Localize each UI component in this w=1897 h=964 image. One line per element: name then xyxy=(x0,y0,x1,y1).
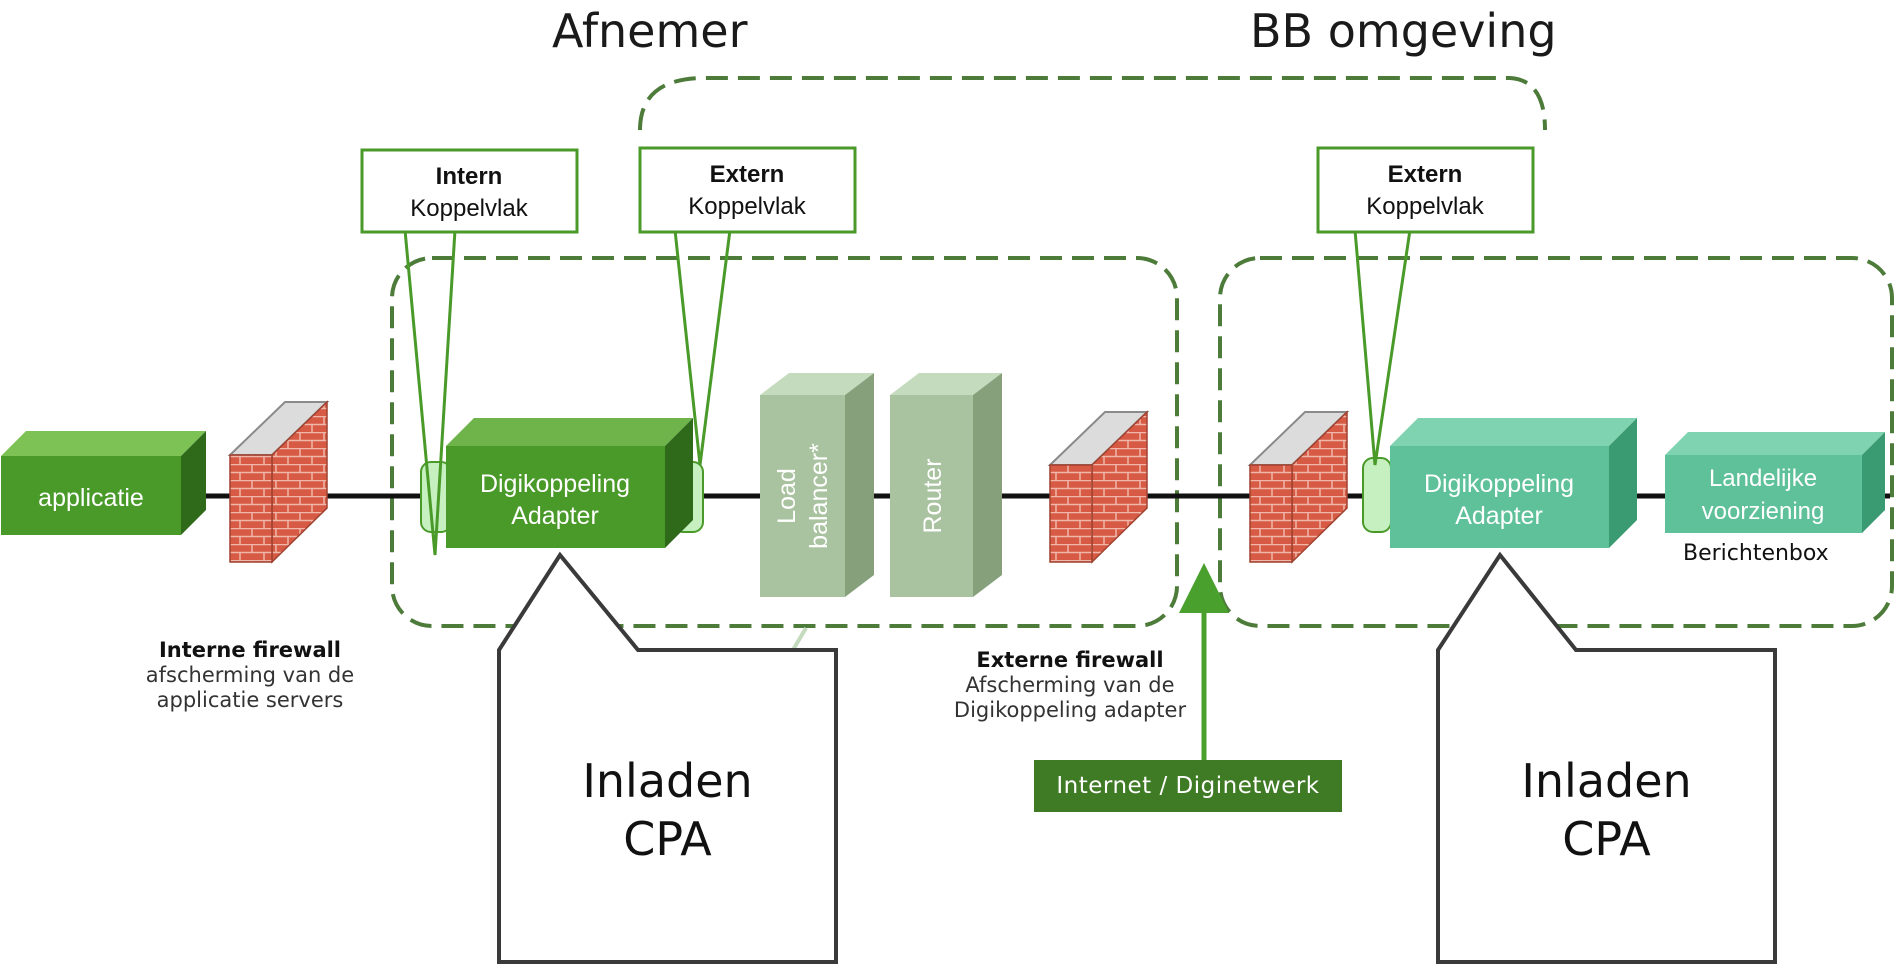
extern-koppelvlak-right-callout: Extern Koppelvlak xyxy=(1316,146,1535,466)
intern-koppelvlak-callout: Intern Koppelvlak xyxy=(360,148,579,556)
interne-firewall-title: Interne firewall xyxy=(158,638,342,662)
bb-omgeving-boundary xyxy=(638,76,1547,131)
load-balancer-box: Load balancer* xyxy=(760,373,874,597)
intern-koppelvlak-sub: Koppelvlak xyxy=(410,195,528,222)
applicatie-label: applicatie xyxy=(38,484,144,512)
interne-firewall-line1: afscherming van de xyxy=(145,663,355,687)
digikoppeling-adapter-left: Digikoppeling Adapter xyxy=(420,418,704,548)
router-box: Router xyxy=(890,373,1002,597)
load-balancer-line2: balancer* xyxy=(805,443,833,549)
externe-firewall-caption: Externe firewall Afscherming van de Digi… xyxy=(935,648,1205,723)
load-balancer-line1: Load xyxy=(773,468,801,524)
berichtenbox-label: Berichtenbox xyxy=(1683,541,1829,566)
adapter-left-line1: Digikoppeling xyxy=(480,470,630,498)
extern-koppelvlak-left-callout: Extern Koppelvlak xyxy=(638,146,857,466)
inladen-cpa-left-text: Inladen CPA xyxy=(499,752,836,868)
landelijke-voorziening-box: Landelijke voorziening xyxy=(1665,432,1885,533)
router-label: Router xyxy=(919,458,947,533)
heading-afnemer: Afnemer xyxy=(552,4,748,58)
externe-firewall-line2: Digikoppeling adapter xyxy=(953,698,1187,722)
externe-firewall-line1: Afscherming van de xyxy=(965,673,1175,697)
heading-bb-omgeving: BB omgeving xyxy=(1250,4,1557,58)
extern-right-sub: Koppelvlak xyxy=(1366,193,1484,220)
inladen-cpa-right-callout xyxy=(1436,551,1777,964)
applicatie-box: applicatie xyxy=(1,431,206,535)
inladen-cpa-right-text: Inladen CPA xyxy=(1438,752,1775,868)
interne-firewall-caption: Interne firewall afscherming van de appl… xyxy=(120,638,380,713)
externe-firewall-left-icon xyxy=(1047,410,1150,564)
externe-firewall-title: Externe firewall xyxy=(976,648,1164,672)
adapter-right-line1: Digikoppeling xyxy=(1424,470,1574,498)
landelijke-line1: Landelijke xyxy=(1709,465,1817,492)
interne-firewall-line2: applicatie servers xyxy=(156,688,344,712)
inladen-left-line2: CPA xyxy=(623,812,712,866)
inladen-right-line2: CPA xyxy=(1562,812,1651,866)
externe-firewall-right-icon xyxy=(1247,410,1350,564)
adapter-right-line2: Adapter xyxy=(1455,502,1543,530)
extern-right-title: Extern xyxy=(1388,161,1463,188)
internet-diginetwerk-label: Internet / Diginetwerk xyxy=(1034,760,1342,812)
intern-koppelvlak-title: Intern xyxy=(436,163,503,190)
inladen-left-line1: Inladen xyxy=(582,754,753,808)
adapter-left-line2: Adapter xyxy=(511,502,599,530)
extern-left-title: Extern xyxy=(710,161,785,188)
extern-left-sub: Koppelvlak xyxy=(688,193,806,220)
digikoppeling-adapter-right: Digikoppeling Adapter xyxy=(1362,418,1637,548)
afnemer-zone-boundary xyxy=(390,256,1179,628)
interne-firewall-icon xyxy=(227,400,330,564)
inladen-cpa-left-callout xyxy=(497,551,838,964)
landelijke-line2: voorziening xyxy=(1702,498,1825,525)
inladen-right-line1: Inladen xyxy=(1521,754,1692,808)
